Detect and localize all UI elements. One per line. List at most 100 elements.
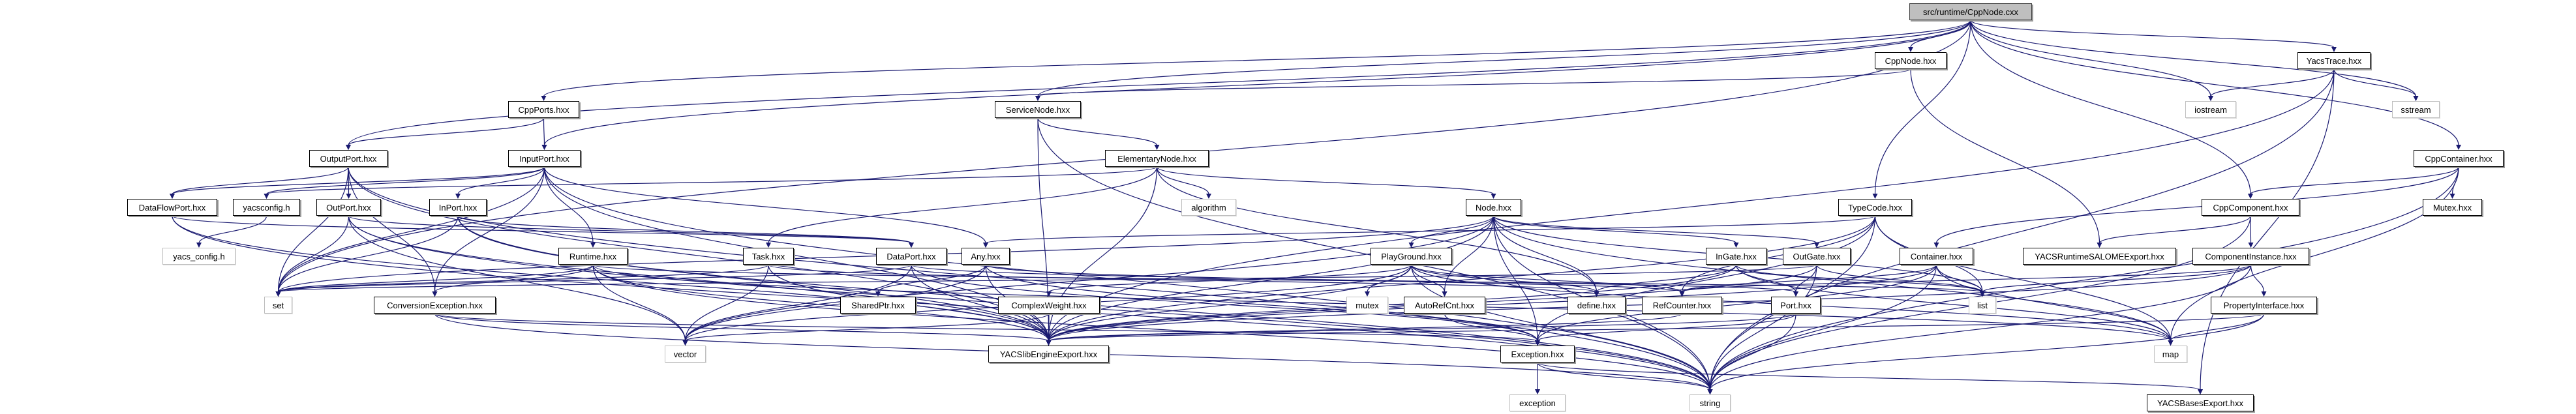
file-node-label: InPort.hxx [438,202,477,213]
arrowhead-icon [1535,340,1540,346]
file-node-cppports[interactable]: CppPorts.hxx [508,101,579,118]
file-node-iostream: iostream [2185,101,2236,118]
edge-DataPort-to-set [277,264,912,293]
edge-Exception-to-string [1537,362,1711,391]
arrowhead-icon [2261,291,2267,297]
file-node-inport[interactable]: InPort.hxx [429,199,487,216]
file-node-label: AutoRefCnt.hxx [1414,300,1475,310]
edge-TypeCode-to-map [1874,215,2172,342]
arrowhead-icon [2331,47,2337,52]
edge-Container-to-string [1709,264,1937,391]
edge-root-to-CppContainer [1970,20,2459,146]
file-node-conversionexception[interactable]: ConversionException.hxx [374,297,496,314]
arrowhead-icon [196,243,202,248]
file-node-label: ElementaryNode.hxx [1117,153,1196,164]
file-node-inputport[interactable]: InputPort.hxx [508,150,581,167]
file-node-mutex[interactable]: Mutex.hxx [2423,199,2482,216]
edge-ElementaryNode-to-algorithm [1156,166,1209,195]
file-node-task[interactable]: Task.hxx [743,248,794,265]
arrowhead-icon [1035,96,1040,101]
file-node-autorefcnt[interactable]: AutoRefCnt.hxx [1404,297,1485,314]
file-node-cppcontainer[interactable]: CppContainer.hxx [2414,150,2504,167]
file-node-runtime[interactable]: Runtime.hxx [558,248,628,265]
file-node-outport[interactable]: OutPort.hxx [316,199,381,216]
edge-Runtime-to-list [592,264,1983,293]
edge-DataPort-to-YACSlibEngineExport [911,264,1050,342]
file-node-label: src/runtime/CppNode.cxx [1923,7,2018,17]
file-node-dataflowport[interactable]: DataFlowPort.hxx [127,199,217,216]
file-node-outgate[interactable]: OutGate.hxx [1783,248,1851,265]
file-node-cppnode[interactable]: CppNode.hxx [1875,52,1947,69]
file-node-root[interactable]: src/runtime/CppNode.cxx [1909,3,2032,20]
file-node-any[interactable]: Any.hxx [962,248,1010,265]
edge-Task-to-set [277,264,769,293]
file-node-yacsruntimesalomeexport[interactable]: YACSRuntimeSALOMEExport.hxx [2023,248,2176,265]
file-node-sharedptr[interactable]: SharedPtr.hxx [840,297,916,314]
file-node-elementarynode[interactable]: ElementaryNode.hxx [1105,150,1209,167]
edge-DataFlowPort-to-DataPort [172,215,912,244]
file-node-yacstrace[interactable]: YacsTrace.hxx [2297,52,2371,69]
arrowhead-icon [1872,194,1878,199]
arrowhead-icon [1814,243,1819,248]
file-node-label: CppContainer.hxx [2425,153,2493,164]
file-node-exception[interactable]: Exception.hxx [1500,346,1575,362]
arrowhead-icon [875,291,881,297]
file-node-outputport[interactable]: OutputPort.hxx [309,150,387,167]
file-node-map: map [2154,346,2187,362]
edge-root-to-YacsTrace [1970,20,2335,48]
file-node-label: Container.hxx [1910,251,1963,261]
arrowhead-icon [275,291,281,297]
file-node-vector: vector [665,346,706,362]
edge-Port-to-YACSlibEngineExport [1048,313,1796,342]
arrowhead-icon [1707,389,1713,394]
arrowhead-icon [682,340,688,346]
file-node-yacsconfig[interactable]: yacsconfig.h [233,199,300,216]
arrowhead-icon [1793,291,1798,297]
file-node-label: InGate.hxx [1716,251,1757,261]
edge-ElementaryNode-to-yacsconfig [265,166,1158,195]
file-node-node[interactable]: Node.hxx [1466,199,1521,216]
edge-CppNode-to-YACSRuntimeSALOMEExport [1910,68,2100,244]
edge-OutPort-to-set [277,215,350,293]
file-node-playground[interactable]: PlayGround.hxx [1371,248,1452,265]
edge-Node-to-OutGate [1493,215,1817,244]
edge-CppContainer-to-Container [1935,166,2459,244]
edge-OutGate-to-list [1816,264,1983,293]
file-node-label: Mutex.hxx [2432,202,2472,213]
file-node-label: exception [1519,398,1556,408]
file-node-label: CppNode.hxx [1885,55,1937,66]
edge-ComponentInstance-to-list [1982,264,2252,293]
file-node-servicenode[interactable]: ServiceNode.hxx [995,101,1081,118]
file-node-define[interactable]: define.hxx [1568,297,1626,314]
file-node-container[interactable]: Container.hxx [1900,248,1973,265]
file-node-label: yacsconfig.h [243,202,290,213]
file-node-label: OutGate.hxx [1793,251,1841,261]
file-node-port[interactable]: Port.hxx [1771,297,1821,314]
file-node-componentinstance[interactable]: ComponentInstance.hxx [2192,248,2309,265]
arrowhead-icon [2097,243,2102,248]
edge-ConversionException-to-Exception [434,313,1538,342]
file-node-cppcomponent[interactable]: CppComponent.hxx [2202,199,2299,216]
file-node-yacsbasesexport[interactable]: YACSBasesExport.hxx [2147,394,2254,411]
edge-PropertyInterface-to-map [2170,313,2265,342]
edge-root-to-iostream [1970,20,2211,97]
file-node-dataport[interactable]: DataPort.hxx [876,248,947,265]
file-node-propertyinterface[interactable]: PropertyInterface.hxx [2211,297,2317,314]
arrowhead-icon [455,194,461,199]
edge-ComponentInstance-to-string [1709,264,2252,391]
arrowhead-icon [1442,291,1447,297]
edge-InPort-to-set [277,215,459,293]
file-node-refcounter[interactable]: RefCounter.hxx [1642,297,1722,314]
file-node-label: map [2162,349,2179,359]
file-node-list: list [1969,297,1996,314]
file-node-ingate[interactable]: InGate.hxx [1706,248,1766,265]
arrowhead-icon [1908,47,1913,52]
file-node-yacslibengineexport[interactable]: YACSlibEngineExport.hxx [988,346,1109,362]
file-node-label: mutex [1356,300,1379,310]
file-node-complexweight[interactable]: ComplexWeight.hxx [998,297,1100,314]
file-node-yacs_config: yacs_config.h [162,248,235,265]
file-node-typecode[interactable]: TypeCode.hxx [1838,199,1912,216]
edge-TypeCode-to-RefCounter [1681,215,1876,293]
edge-CppComponent-to-YACSRuntimeSALOMEExport [2099,215,2251,244]
